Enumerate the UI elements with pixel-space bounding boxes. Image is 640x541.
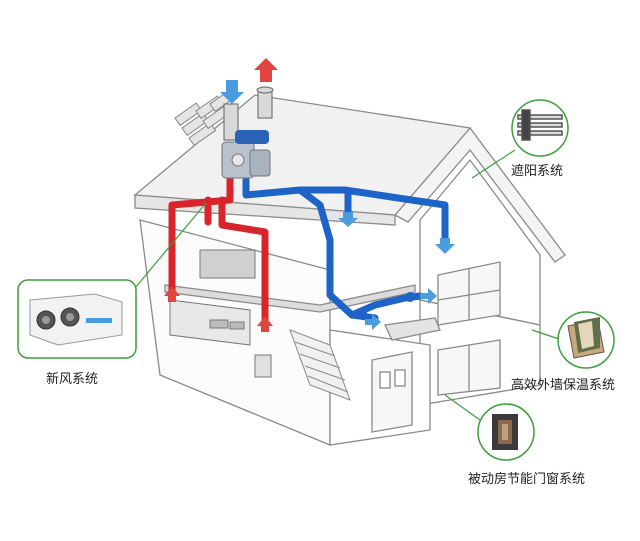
fresh-air-unit-image [29, 293, 123, 346]
supply-duct-upper [296, 186, 449, 242]
air-arrows [164, 58, 455, 332]
supply-duct-main [242, 176, 379, 322]
supply-arrow-1 [338, 212, 358, 227]
door-canopy [384, 317, 441, 341]
callout-lines [134, 149, 563, 421]
callout-line-shade [471, 149, 516, 179]
roof-vents [223, 86, 274, 141]
exhaust-arrow-2 [257, 316, 273, 332]
fresh-air-in-arrow [220, 80, 244, 104]
upper-window [437, 261, 501, 326]
window-system-label: 被动房节能门窗系统 [468, 472, 586, 487]
vent-pipe-left [223, 103, 239, 141]
shading-callout [511, 99, 569, 157]
exhaust-ducts [168, 174, 269, 324]
window-system-callout [477, 403, 535, 461]
exhaust-duct-main [168, 174, 234, 296]
exhaust-duct-branch [218, 196, 269, 324]
wall-insulation-callout [557, 311, 615, 369]
callout-line-fresh [134, 202, 207, 289]
shading-icon [517, 109, 563, 141]
supply-ducts [242, 176, 449, 322]
fresh-air-system-label: 新风系统 [46, 372, 99, 387]
floor-slab [164, 284, 416, 313]
supply-arrow-3 [420, 288, 437, 304]
windows [371, 261, 501, 433]
exhaust-out-arrow [254, 58, 278, 82]
supply-arrow-4 [365, 314, 381, 330]
window-frame-icon [492, 414, 518, 450]
fresh-air-unit-callout [17, 279, 137, 359]
callout-line-wall [531, 329, 563, 341]
kitchen [169, 249, 272, 378]
vent-pipe-right [257, 89, 273, 119]
supply-arrow-2 [435, 238, 455, 254]
wall-insulation-label: 高效外墙保温系统 [511, 378, 616, 393]
callout-line-window [444, 394, 481, 421]
exhaust-arrow-1 [164, 286, 180, 302]
wall-layers-icon [567, 317, 605, 359]
ventilation-unit [221, 130, 271, 179]
lower-window [437, 339, 501, 396]
front-door [371, 351, 413, 433]
staircase [289, 329, 351, 401]
shading-system-label: 遮阳系统 [511, 164, 564, 179]
